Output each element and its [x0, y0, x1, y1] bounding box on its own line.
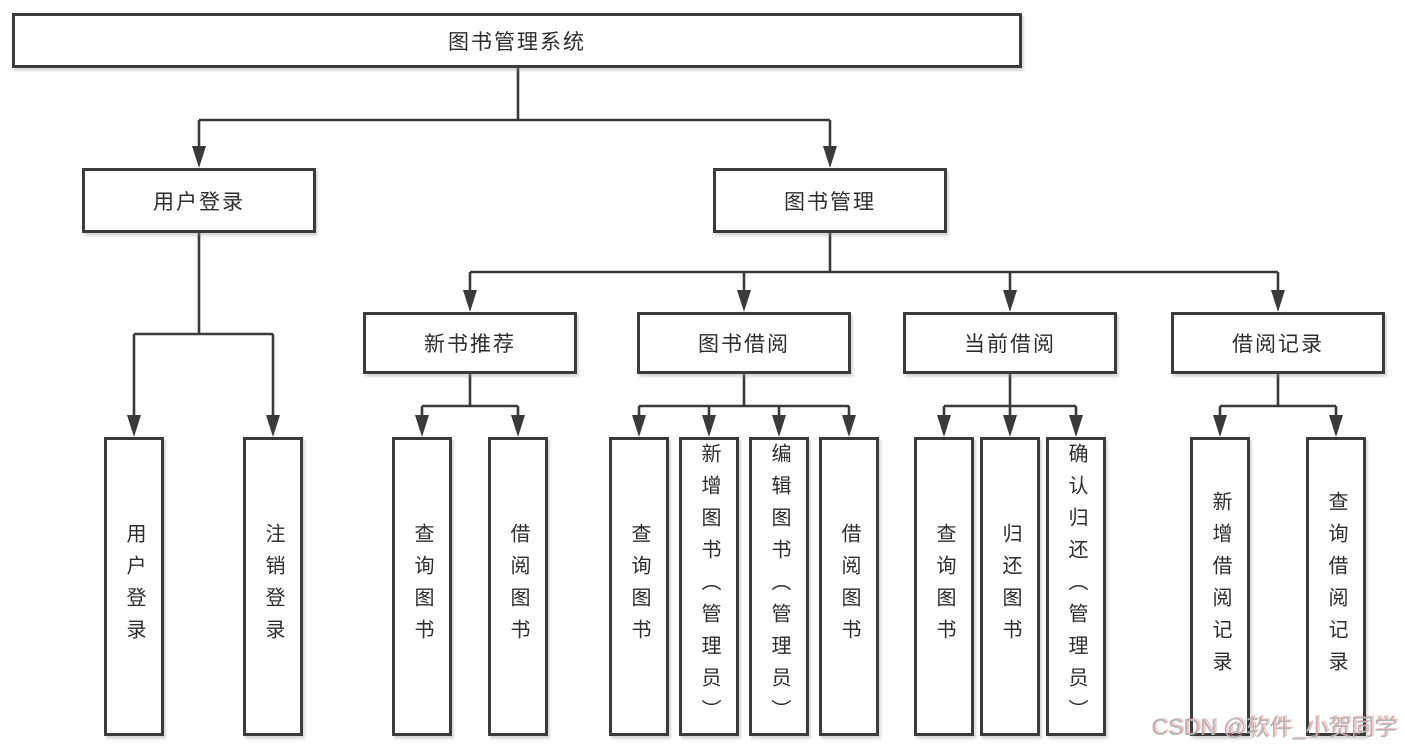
leaf-borrow-books-1: 借阅图书 [488, 437, 548, 736]
node-new-book-recommendation: 新书推荐 [363, 312, 577, 374]
leaf-edit-books-admin: 编辑图书（管理员） [749, 437, 809, 736]
leaf-user-login: 用户登录 [104, 437, 164, 736]
leaf-add-borrow-record: 新增借阅记录 [1190, 437, 1250, 736]
leaf-query-books-3: 查询图书 [914, 437, 974, 736]
leaf-add-books-admin: 新增图书（管理员） [679, 437, 739, 736]
leaf-query-books-1: 查询图书 [392, 437, 452, 736]
leaf-confirm-return-admin: 确认归还（管理员） [1046, 437, 1106, 736]
leaf-query-books-2: 查询图书 [609, 437, 669, 736]
tree-edges [132, 68, 1338, 419]
node-book-management: 图书管理 [713, 168, 947, 233]
node-borrowing-records: 借阅记录 [1171, 312, 1385, 374]
arrowheads [127, 146, 1343, 437]
leaf-logout: 注销登录 [243, 437, 303, 736]
leaf-return-books: 归还图书 [980, 437, 1040, 736]
node-root-system: 图书管理系统 [12, 13, 1022, 68]
leaf-query-borrow-record: 查询借阅记录 [1306, 437, 1366, 736]
node-current-borrowing: 当前借阅 [903, 312, 1117, 374]
node-user-login: 用户登录 [82, 168, 316, 233]
node-book-borrowing: 图书借阅 [637, 312, 851, 374]
leaf-borrow-books-2: 借阅图书 [819, 437, 879, 736]
csdn-watermark: CSDN @软件_小贺同学 [1151, 714, 1397, 740]
